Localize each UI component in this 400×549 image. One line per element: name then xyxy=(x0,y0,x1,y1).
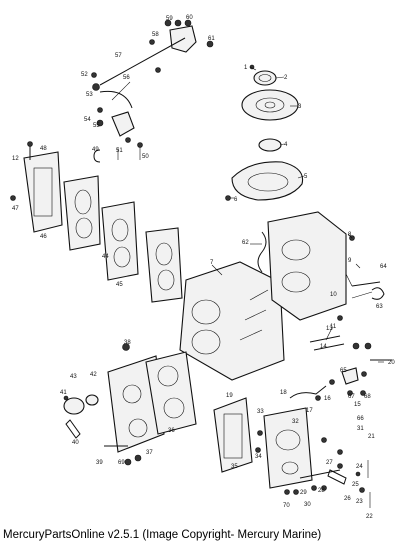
callout-label-51: 51 xyxy=(116,148,123,154)
callout-label-48: 48 xyxy=(40,146,47,152)
callout-label-11: 11 xyxy=(330,324,337,330)
callout-label-25: 25 xyxy=(352,482,359,488)
callout-label-1: 1 xyxy=(244,65,248,71)
callout-label-67: 67 xyxy=(348,394,355,400)
callout-label-34: 34 xyxy=(255,454,262,460)
callout-label-7: 7 xyxy=(210,260,214,266)
callout-label-64: 64 xyxy=(380,264,387,270)
callout-label-36: 36 xyxy=(168,428,175,434)
callout-label-19: 19 xyxy=(226,393,233,399)
callout-label-45: 45 xyxy=(116,282,123,288)
callout-label-13: 13 xyxy=(326,326,333,332)
callout-label-24: 24 xyxy=(356,464,363,470)
callout-label-4: 4 xyxy=(284,142,288,148)
callout-label-65: 65 xyxy=(340,368,347,374)
leader-lines xyxy=(211,66,384,363)
exhaust-cover-assembly xyxy=(63,343,197,466)
callout-layer: 1234567891011121314151617181920212223242… xyxy=(12,15,395,520)
callout-label-5: 5 xyxy=(304,174,308,180)
callout-label-18: 18 xyxy=(280,390,287,396)
callout-label-61: 61 xyxy=(208,36,215,42)
callout-label-6: 6 xyxy=(234,197,238,203)
callout-label-30: 30 xyxy=(304,502,311,508)
callout-label-2: 2 xyxy=(284,75,288,81)
callout-label-12: 12 xyxy=(12,156,19,162)
callout-label-28: 28 xyxy=(318,488,325,494)
callout-label-50: 50 xyxy=(142,154,149,160)
callout-label-37: 37 xyxy=(146,450,153,456)
callout-label-29: 29 xyxy=(300,490,307,496)
callout-label-27: 27 xyxy=(326,460,333,466)
callout-label-16: 16 xyxy=(324,396,331,402)
callout-label-42: 42 xyxy=(90,372,97,378)
callout-label-14: 14 xyxy=(320,344,327,350)
callout-label-20: 20 xyxy=(388,360,395,366)
right-cover-stack xyxy=(225,64,304,201)
callout-label-58: 58 xyxy=(152,32,159,38)
callout-label-60: 60 xyxy=(186,15,193,21)
callout-label-41: 41 xyxy=(60,390,67,396)
callout-label-35: 35 xyxy=(231,464,238,470)
callout-label-59: 59 xyxy=(166,16,173,22)
callout-label-66: 66 xyxy=(357,416,364,422)
callout-label-54: 54 xyxy=(84,117,91,123)
callout-label-63: 63 xyxy=(376,304,383,310)
end-cap-assembly xyxy=(213,397,371,508)
callout-label-9: 9 xyxy=(348,258,352,264)
callout-label-53: 53 xyxy=(86,92,93,98)
callout-label-40: 40 xyxy=(72,440,79,446)
callout-label-15: 15 xyxy=(354,402,361,408)
callout-label-55: 55 xyxy=(93,123,100,129)
throttle-linkage-assembly xyxy=(91,19,214,163)
callout-label-21: 21 xyxy=(368,434,375,440)
callout-label-70: 70 xyxy=(283,503,290,509)
callout-label-57: 57 xyxy=(115,53,122,59)
callout-label-44: 44 xyxy=(102,254,109,260)
cylinder-block xyxy=(179,211,392,401)
callout-label-62: 62 xyxy=(242,240,249,246)
reed-plate-assembly xyxy=(10,141,183,303)
parts-diagram: 1234567891011121314151617181920212223242… xyxy=(10,15,395,520)
callout-label-10: 10 xyxy=(330,292,337,298)
callout-label-52: 52 xyxy=(81,72,88,78)
callout-label-56: 56 xyxy=(123,75,130,81)
callout-label-31: 31 xyxy=(357,426,364,432)
callout-label-69: 69 xyxy=(118,460,125,466)
callout-label-22: 22 xyxy=(366,514,373,520)
callout-label-39: 39 xyxy=(96,460,103,466)
callout-label-26: 26 xyxy=(344,496,351,502)
callout-label-17: 17 xyxy=(306,408,313,414)
callout-label-3: 3 xyxy=(298,104,302,110)
callout-label-38: 38 xyxy=(124,340,131,346)
callout-label-46: 46 xyxy=(40,234,47,240)
callout-label-43: 43 xyxy=(70,374,77,380)
callout-label-32: 32 xyxy=(292,419,299,425)
callout-label-68: 68 xyxy=(364,394,371,400)
callout-label-33: 33 xyxy=(257,409,264,415)
callout-label-47: 47 xyxy=(12,206,19,212)
callout-label-49: 49 xyxy=(92,147,99,153)
callout-label-23: 23 xyxy=(356,499,363,505)
callout-label-8: 8 xyxy=(348,232,352,238)
copyright-footer: MercuryPartsOnline v2.5.1 (Image Copyrig… xyxy=(3,529,322,541)
